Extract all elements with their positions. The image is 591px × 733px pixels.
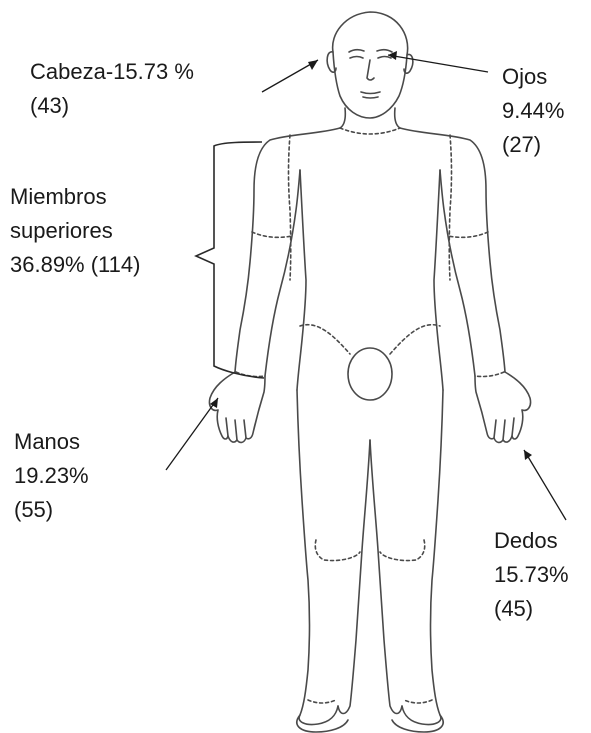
right-shoulder-dashed-line <box>448 134 453 281</box>
hands-label: Manos 19.23% (55) <box>14 425 89 527</box>
fingers-arrow <box>523 449 567 521</box>
head-arrow <box>261 59 319 93</box>
eyes-label-line3: (27) <box>502 132 542 157</box>
hands-label-line2: 19.23% <box>14 463 89 488</box>
right-wrist-dashed-line <box>474 371 505 378</box>
eyes-arrow <box>387 54 489 73</box>
hands-label-line3: (55) <box>14 497 54 522</box>
eyes-label-line2: 9.44% <box>502 98 565 123</box>
left-ankle-dashed-line <box>307 699 337 704</box>
head-label-line1: Cabeza-15.73 % <box>30 59 194 84</box>
right-upper-arm-dashed-line <box>447 231 489 239</box>
legs-outline <box>296 389 444 733</box>
eyes-label: Ojos 9.44% (27) <box>502 60 564 162</box>
neck-dashed-line <box>339 127 401 135</box>
fingers-label-line3: (45) <box>494 596 534 621</box>
head-outline <box>326 11 414 119</box>
hands-label-line1: Manos <box>14 429 81 454</box>
left-shoulder-dashed-line <box>287 134 292 281</box>
left-upper-arm-dashed-line <box>251 231 293 239</box>
fingers-label-line1: Dedos <box>494 528 558 553</box>
hands-arrow <box>165 397 219 471</box>
hands-outline <box>208 371 532 444</box>
fingers-label-line2: 15.73% <box>494 562 569 587</box>
hands-arrowhead <box>210 398 218 408</box>
eyes-label-line1: Ojos <box>502 64 548 89</box>
head-label: Cabeza-15.73 % (43) <box>30 55 194 123</box>
upper-limbs-label-line1: Miembros <box>10 184 107 209</box>
hip-dashed-line <box>299 323 441 355</box>
head-label-line2: (43) <box>30 93 70 118</box>
head-arrowhead <box>308 60 318 70</box>
groin-outline <box>347 347 393 401</box>
eyes-arrowhead <box>388 51 397 60</box>
upper-limbs-bracket <box>194 141 265 379</box>
fingers-label: Dedos 15.73% (45) <box>494 524 569 626</box>
upper-limbs-label-line2: superiores <box>10 218 113 243</box>
left-knee-dashed-line <box>314 539 361 562</box>
upper-limbs-label-line3: 36.89% (114) <box>10 252 141 277</box>
right-knee-dashed-line <box>379 539 426 562</box>
upper-limbs-label: Miembros superiores 36.89% (114) <box>10 180 140 282</box>
fingers-arrowhead <box>524 450 532 460</box>
right-ankle-dashed-line <box>403 699 433 704</box>
